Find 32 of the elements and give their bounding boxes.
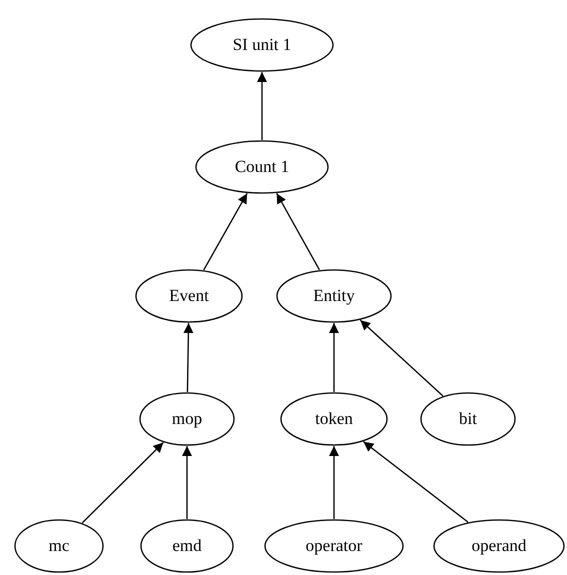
- ellipse-node: [139, 392, 235, 446]
- ellipse-node: [195, 140, 329, 194]
- arrow: [183, 322, 194, 392]
- arrow: [363, 441, 468, 523]
- node-label: operator: [306, 536, 362, 556]
- ellipse-node: [135, 269, 243, 323]
- arrow: [276, 193, 320, 270]
- ellipse-node: [280, 392, 388, 446]
- ellipse-node: [14, 519, 104, 573]
- ellipse-node: [140, 519, 234, 573]
- node-label: mop: [172, 409, 202, 429]
- arrow: [329, 446, 339, 519]
- arrow: [257, 72, 267, 140]
- ellipse-node: [420, 392, 516, 446]
- arrow: [82, 442, 164, 524]
- arrow: [203, 193, 248, 270]
- node-label: mc: [48, 536, 70, 556]
- node-label: token: [315, 409, 353, 429]
- ellipse-node: [190, 18, 334, 72]
- node-label: Count 1: [234, 157, 290, 177]
- arrow: [360, 320, 444, 396]
- arrow: [329, 323, 339, 392]
- arrow: [182, 446, 192, 519]
- node-label: Entity: [313, 286, 355, 306]
- ellipse-node: [433, 519, 565, 573]
- node-label: bit: [459, 409, 477, 429]
- node-label: emd: [172, 536, 202, 556]
- node-label: SI unit 1: [232, 35, 292, 55]
- ellipse-node: [264, 519, 404, 573]
- node-label: operand: [472, 536, 526, 556]
- ellipse-node: [276, 269, 392, 323]
- node-label: Event: [169, 286, 209, 306]
